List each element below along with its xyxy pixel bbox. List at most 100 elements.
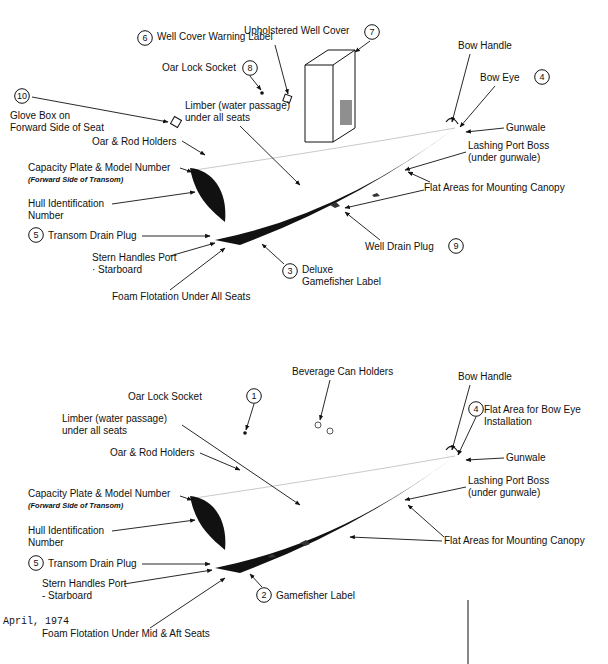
leader-line [452, 54, 470, 122]
leader-line [452, 385, 470, 450]
leader-line [350, 537, 442, 541]
part-label: Lashing Port Boss (under gunwale) [468, 140, 568, 164]
callout-number: 7 [364, 24, 380, 40]
part-label: Glove Box on Forward Side of Seat [10, 110, 105, 134]
leader-line [345, 212, 380, 240]
part-label: Transom Drain Plug [48, 558, 137, 570]
leader-line [320, 380, 330, 420]
part-label: Foam Flotation Under Mid & Aft Seats [42, 628, 210, 640]
part-label: (Forward Side of Transom) [28, 501, 123, 510]
callout-number: 4 [534, 69, 550, 85]
can-holder [315, 422, 321, 428]
callout-number: 7 [364, 24, 380, 40]
part-label: Gamefisher Label [276, 590, 355, 602]
part-label: Deluxe Gamefisher Label [302, 264, 387, 288]
part-label: Flat Areas for Mounting Canopy [444, 535, 585, 547]
leader-line [458, 417, 476, 455]
part-label: Gunwale [506, 122, 545, 134]
callout-number: 5 [28, 555, 44, 571]
leader-line [466, 458, 504, 460]
callout-number: 9 [448, 238, 464, 254]
well-cover [305, 50, 355, 142]
part-label: Oar & Rod Holders [92, 136, 176, 148]
leader-line [246, 404, 254, 430]
callout-number: 5 [28, 227, 44, 243]
leader-line [345, 190, 424, 208]
callout-number: 10 [14, 88, 30, 104]
hull-side [215, 128, 455, 245]
can-holder [327, 428, 333, 434]
leader-line [170, 243, 215, 256]
callout-circle [449, 239, 464, 254]
part-label: Foam Flotation Under All Seats [112, 291, 250, 303]
part-label: Stern Handles Port · Starboard [92, 252, 177, 276]
part-label: Oar Lock Socket [128, 391, 202, 403]
callout-number: 5 [28, 555, 44, 571]
margin-line [468, 600, 469, 664]
part-label: Flat Areas for Mounting Canopy [424, 182, 565, 194]
part-label: Flat Area for Bow Eye Installation [484, 404, 602, 428]
port-gunwale [195, 456, 455, 498]
leader-line [408, 505, 444, 537]
oar-lock-socket [260, 91, 264, 95]
transom [190, 168, 225, 222]
part-label: Bow Handle [458, 40, 512, 52]
callout-circle [247, 389, 262, 404]
hull-speckle [268, 540, 310, 558]
part-label: Beverage Can Holders [292, 366, 393, 378]
callout-number: 3 [282, 263, 298, 279]
callout-number: 4 [468, 401, 484, 417]
part-label: Lashing Port Boss (under gunwale) [468, 475, 568, 499]
part-label: Oar Lock Socket [162, 62, 236, 74]
leader-line [112, 520, 195, 531]
callout-circle [257, 588, 272, 603]
callout-number: 8 [242, 60, 258, 76]
part-label: Well Drain Plug [365, 241, 434, 253]
part-label: Bow Handle [458, 371, 512, 383]
callout-number: 1 [246, 388, 262, 404]
hull-side [215, 456, 455, 573]
leader-line [262, 244, 284, 264]
part-label: Transom Drain Plug [48, 230, 137, 242]
part-label: Hull Identification Number [28, 525, 118, 549]
part-label: Hull Identification Number [28, 198, 118, 222]
callout-circle [29, 556, 44, 571]
callout-number: 4 [534, 69, 550, 85]
callout-circle [243, 61, 258, 76]
part-label: Oar & Rod Holders [110, 447, 194, 459]
callout-circle [469, 402, 484, 417]
well-cover-shade [340, 100, 352, 125]
leader-line [405, 487, 466, 500]
leader-line [182, 425, 300, 505]
leader-line [180, 496, 192, 500]
leader-line [250, 574, 262, 587]
leader-line [405, 152, 466, 170]
upper-boat [171, 50, 458, 245]
callout-number: 5 [28, 227, 44, 243]
part-label: Capacity Plate & Model Number [28, 488, 170, 500]
callout-number: 9 [448, 238, 464, 254]
callout-circle [365, 25, 380, 40]
part-label: Stern Handles Port - Starboard [42, 578, 127, 602]
leader-line [112, 192, 195, 204]
transom [190, 496, 225, 550]
leader-line [240, 126, 300, 185]
leader-line [250, 76, 261, 90]
callout-number: 10 [14, 88, 30, 104]
callout-number: 4 [468, 401, 484, 417]
callout-number: 2 [256, 587, 272, 603]
leader-line [170, 248, 225, 290]
leader-line [355, 41, 370, 52]
callout-number: 6 [137, 30, 153, 46]
leader-line [150, 578, 225, 628]
leader-line [124, 570, 212, 584]
callout-circle [535, 70, 550, 85]
callout-circle [138, 31, 153, 46]
part-label: Limber (water passage) under all seats [185, 100, 303, 124]
callout-circle [29, 228, 44, 243]
date-stamp: April, 1974 [3, 616, 69, 628]
part-label: (Forward Side of Transom) [28, 175, 123, 184]
part-label: Limber (water passage) under all seats [62, 413, 182, 437]
callout-number: 3 [282, 263, 298, 279]
callout-number: 8 [242, 60, 258, 76]
